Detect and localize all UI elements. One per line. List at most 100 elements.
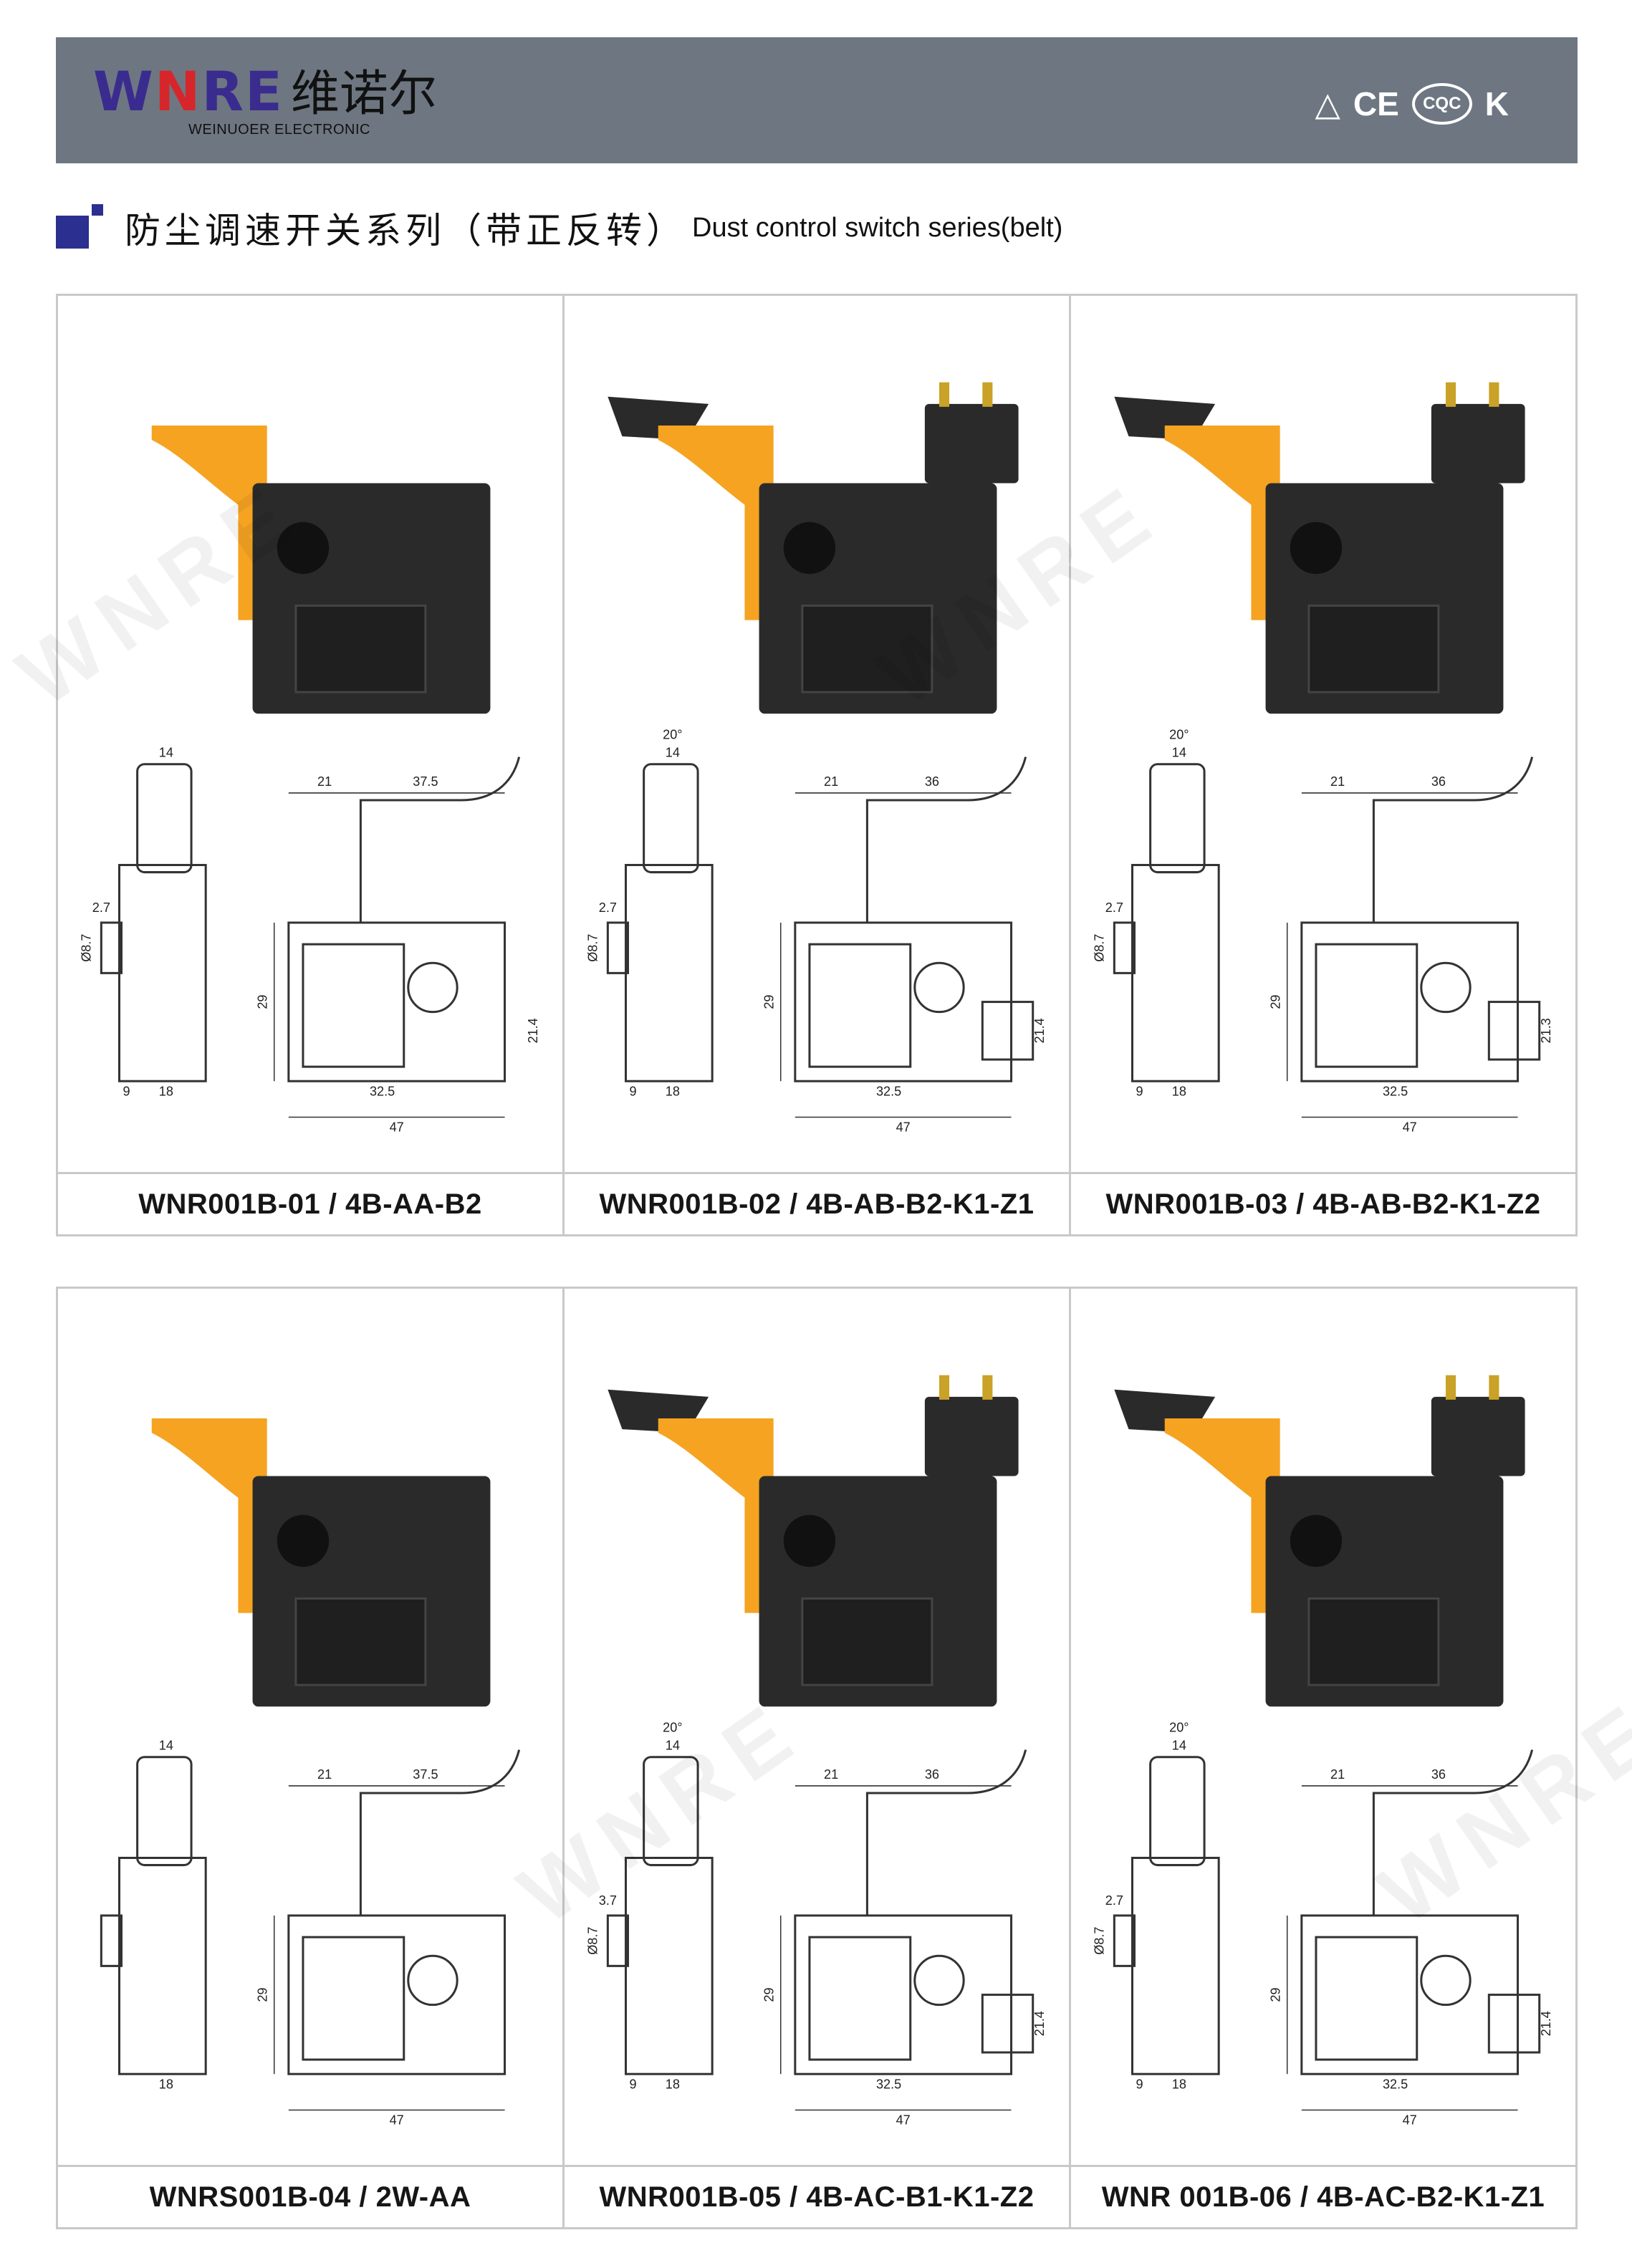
dimension-side_h: 21.4 [1539, 2011, 1553, 2036]
cqc-mark-icon: CQC [1411, 83, 1472, 125]
model-label: WNR001B-02 / 4B-AB-B2-K1-Z1 [599, 1188, 1035, 1220]
front-view-connector [981, 1994, 1035, 2054]
switch-face [801, 604, 933, 693]
side-view-trigger [1149, 763, 1206, 874]
dimension-base_w: 18 [1172, 1084, 1186, 1098]
dimension-top_width: 14 [666, 746, 680, 760]
side-view-body [1131, 1856, 1220, 2075]
front-view-window [302, 943, 405, 1068]
trigger [1164, 1418, 1280, 1613]
switch-photo [151, 426, 491, 714]
switch-face [294, 604, 427, 693]
side-view-pin [100, 921, 123, 974]
switch-face [294, 1597, 427, 1686]
certification-marks: △ CE CQC K [1315, 83, 1509, 125]
technical-drawing [1113, 756, 1541, 1118]
dimension-width_a: 21 [317, 1767, 332, 1782]
dimension-width_a: 21 [824, 774, 838, 789]
terminal-pin [982, 1375, 993, 1400]
switch-photo [151, 1418, 491, 1707]
switch-photo [608, 382, 1019, 714]
dimension-left_w: 9 [123, 1084, 130, 1098]
front-view-window [808, 943, 912, 1068]
speed-dial [1290, 1514, 1343, 1567]
section-title-chinese: 防尘调速开关系列（带正反转） [125, 210, 686, 251]
dimension-bottom_b: 47 [390, 2113, 404, 2128]
front-view-body [287, 921, 507, 1082]
side-view-trigger [643, 763, 699, 874]
dimension-height: 29 [256, 1988, 270, 2002]
terminal-pin [1489, 1375, 1499, 1400]
side-view-body [117, 1856, 207, 2075]
front-view-window [1315, 1936, 1419, 2061]
dimension-dia: Ø8.7 [79, 934, 93, 962]
technical-drawing [100, 756, 521, 1118]
section-title: 防尘调速开关系列（带正反转） Dust control switch serie… [56, 202, 1062, 254]
side-view-trigger [643, 1756, 699, 1867]
side-view-trigger [136, 1756, 193, 1867]
front-view-trigger [359, 1749, 521, 1916]
dimension-bottom_b: 47 [896, 2113, 911, 2128]
technical-drawing [606, 756, 1035, 1118]
terminal-block [924, 403, 1019, 484]
side-view-body [117, 863, 207, 1082]
dimension-pin: 3.7 [599, 1893, 617, 1908]
terminal-block [1431, 1396, 1525, 1476]
dimension-pin: 2.7 [1105, 900, 1123, 915]
dimension-height: 29 [1269, 995, 1283, 1009]
side-view-pin [606, 921, 630, 974]
logo-chinese-name: 维诺尔 [290, 66, 437, 122]
technical-drawing [1113, 1749, 1541, 2111]
kc-mark-icon: K [1484, 85, 1509, 122]
dimension-width_b: 36 [925, 774, 939, 789]
front-view-body [287, 1914, 507, 2075]
front-view-body [1300, 1914, 1520, 2075]
switch-photo [608, 1375, 1019, 1707]
dimension-dia: Ø8.7 [585, 1927, 600, 1955]
front-view-connector [981, 1001, 1035, 1061]
front-view-trigger [359, 756, 521, 923]
dimension-top_width: 14 [666, 1739, 680, 1753]
model-label: WNRS001B-04 / 2W-AA [149, 2181, 471, 2213]
switch-photo [1114, 1375, 1525, 1707]
dimension-left_w: 9 [630, 2077, 637, 2091]
technical-drawing [606, 1749, 1035, 2111]
dimension-angle: 20° [663, 728, 682, 742]
front-view-dial [407, 961, 459, 1014]
terminal-pin [939, 382, 950, 407]
side-view-body [624, 863, 714, 1082]
dimension-base_w: 18 [666, 1084, 680, 1098]
side-view-trigger [1149, 1756, 1206, 1867]
technical-drawing [100, 1749, 521, 2111]
front-view-dial [407, 1954, 459, 2007]
speed-dial [783, 522, 836, 575]
speed-dial [277, 522, 330, 575]
dimension-angle: 20° [1169, 1721, 1189, 1735]
terminal-pin [1445, 382, 1456, 407]
front-view-dial [913, 961, 965, 1014]
dimension-top_width: 14 [159, 746, 173, 760]
front-view-trigger [1372, 756, 1534, 923]
front-view-trigger [865, 1749, 1027, 1916]
dimension-width_a: 21 [317, 774, 332, 789]
side-view-trigger [136, 763, 193, 874]
front-view-connector [1487, 1001, 1541, 1061]
dimension-height: 29 [1269, 1988, 1283, 2002]
switch-face [1307, 604, 1440, 693]
front-view-connector [1487, 1994, 1541, 2054]
dimension-bottom_a: 32.5 [876, 2077, 901, 2091]
brand-logo: WNRE 维诺尔 [93, 64, 437, 119]
trigger [658, 1418, 774, 1613]
logo-mark: WNRE [93, 59, 284, 123]
dimension-top_width: 14 [1172, 1739, 1186, 1753]
